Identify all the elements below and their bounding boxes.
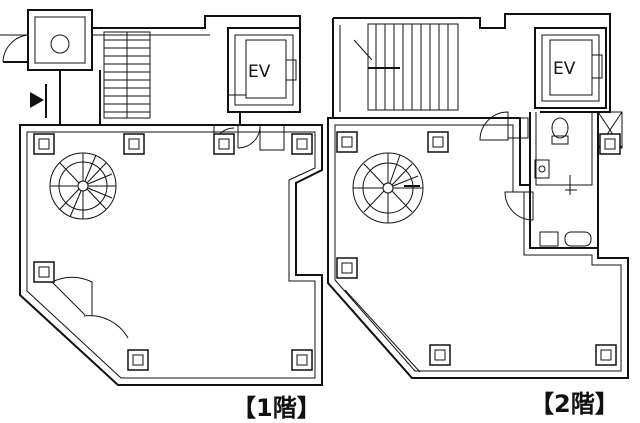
floor-1-column [291, 349, 313, 371]
floor-2-label: 【2階】 [530, 390, 619, 418]
floor-2-column [595, 344, 617, 366]
floor-2-ev-label: EV [553, 59, 576, 79]
floor-2-straight-stair [367, 23, 459, 111]
floor-2-column [427, 131, 449, 153]
basin-icon [564, 231, 592, 247]
floor-1-label: 【1階】 [232, 394, 321, 422]
floor-2-column [429, 344, 451, 366]
floor-1-lobby-door-swing [237, 127, 261, 149]
floor-1-outer-wall [19, 124, 323, 386]
floor-2-spiral-stair [352, 152, 424, 224]
entry-arrow-icon [30, 84, 47, 118]
floor-1-column [123, 133, 145, 155]
floor-1-column [291, 133, 313, 155]
floor-2-washroom-door-swing [504, 191, 534, 221]
floor-1-ev-label: EV [248, 62, 271, 82]
floor-1-elevator: EV [227, 27, 301, 113]
floor-1-straight-stair [103, 31, 151, 119]
floor-2-washroom [529, 112, 599, 249]
floor-2-landing-door-swing [479, 111, 509, 141]
floor-1-upper-room [27, 9, 93, 71]
floor-1-spiral-stair [49, 152, 117, 220]
floor-2-column [336, 257, 358, 279]
floor-1-column [127, 349, 149, 371]
floor-2-elevator: EV [534, 27, 607, 109]
floor-1-inner-wall [26, 131, 316, 379]
floor-2-inner-wall [334, 124, 622, 372]
floor-2-column [599, 133, 621, 155]
floor-1-corner-door-swing [51, 276, 93, 316]
floor-2-outer-wall [327, 117, 629, 379]
floor-1-fixture-circle [50, 34, 70, 54]
toilet-icon [551, 117, 569, 139]
floor-1-plan: EV [0, 9, 323, 386]
floor-1-entry-door-swing [2, 34, 29, 63]
sink-icon [534, 159, 550, 179]
floor-1-column [33, 261, 55, 283]
floor-1-column [213, 133, 235, 155]
floor-1-column [33, 133, 55, 155]
floor-2-plan: EV [327, 13, 629, 379]
floor-2-column [336, 131, 358, 153]
